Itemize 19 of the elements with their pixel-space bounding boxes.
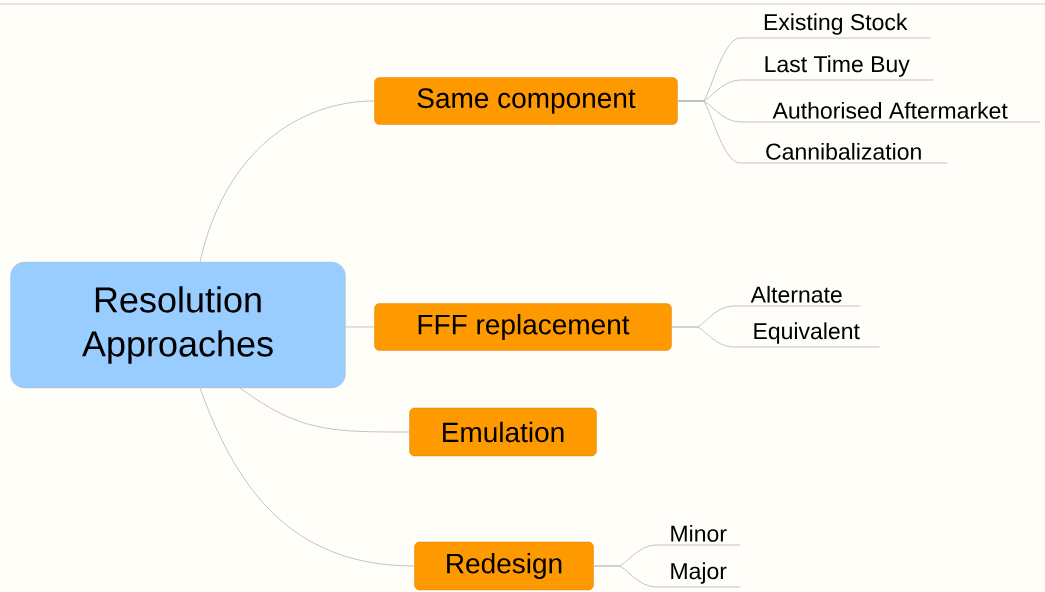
topic-box: Same component bbox=[374, 77, 678, 125]
branch-line bbox=[593, 565, 741, 588]
subtopic-text: Major bbox=[671, 562, 727, 584]
branch-line bbox=[199, 387, 415, 567]
root-box: Resolution Approaches bbox=[10, 261, 346, 389]
subtopic-text: Existing Stock bbox=[764, 13, 908, 35]
subtopic-text: Equivalent bbox=[754, 322, 860, 344]
subtopic-text: Alternate bbox=[750, 285, 842, 303]
branch-line bbox=[671, 326, 880, 348]
subtopic-text: Minor bbox=[671, 524, 727, 542]
subtopic-text: Cannibalization bbox=[766, 142, 921, 160]
topic-box: Redesign bbox=[414, 541, 594, 591]
subtopic-text: Authorised Aftermarket bbox=[772, 101, 1008, 119]
branch-line bbox=[199, 100, 375, 263]
branch-line bbox=[239, 387, 410, 433]
topic-box: FFF replacement bbox=[374, 303, 672, 351]
topic-box: Emulation bbox=[409, 407, 597, 457]
branch-line bbox=[677, 100, 948, 164]
subtopic-text: Last Time Buy bbox=[765, 55, 910, 77]
